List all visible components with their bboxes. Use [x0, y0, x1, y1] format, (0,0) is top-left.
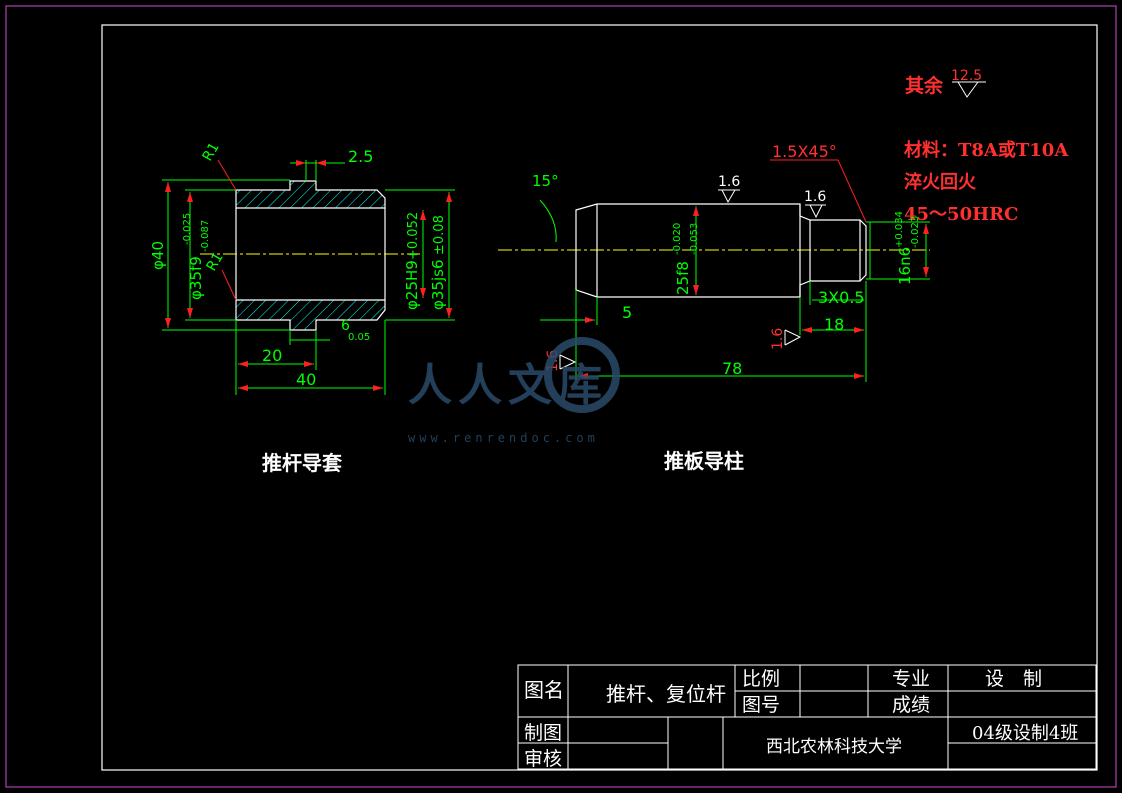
sheet-border: [5, 5, 1117, 788]
dim-undercut: 3X0.5: [818, 288, 865, 307]
dim-od3-tol: ±0.08: [432, 215, 447, 255]
heat-treatment-note: 淬火回火: [904, 171, 977, 193]
tb-drawn-by-label: 制图: [524, 722, 562, 744]
dim-od2: φ35f9: [187, 256, 205, 300]
tb-school: 西北农林科技大学: [766, 737, 902, 757]
material-note: 材料：T8A或T10A: [904, 139, 1069, 161]
dim-groove: 2.5: [348, 147, 373, 166]
part-right-view: 15° 1.5X45° 1.6 1.6 1.6 1.6 25f8 -0.020 …: [498, 142, 930, 473]
hardness-note: 45～50HRC: [904, 204, 1018, 225]
watermark: 人人文库 www.renrendoc.com: [408, 337, 620, 445]
roughness-d-icon: [784, 329, 802, 346]
tb-reviewed-by-label: 审核: [524, 748, 562, 770]
title-block-text: 图名 推杆、复位杆 比例 图号 专业 成绩 设 制 制图 审核 西北农林科技大学…: [524, 668, 1078, 770]
sleeve-top-wall: [235, 180, 386, 209]
chamfer-leader: [770, 159, 867, 223]
tb-design-label: 设 制: [985, 668, 1042, 690]
drawing-frame: [101, 24, 1098, 771]
dim-r1-mid: R1: [204, 250, 227, 274]
notes: 其余 12.5 材料：T8A或T10A 淬火回火 45～50HRC: [904, 68, 1069, 225]
roughness-a-icon: [718, 189, 740, 204]
tb-scale-label: 比例: [742, 668, 780, 690]
tb-drawing-no-label: 图号: [742, 694, 780, 716]
tb-drawing-name-label: 图名: [524, 678, 564, 702]
sleeve-bottom-wall: [235, 299, 386, 331]
part-right-name: 推板导柱: [664, 449, 744, 473]
dim-od: φ40: [149, 241, 167, 270]
watermark-logo-icon: [544, 337, 620, 413]
roughness-symbol-icon: [952, 81, 986, 98]
dim-d-end: 16n6: [896, 247, 914, 285]
dim-r1-top: R1: [200, 140, 223, 164]
watermark-url: www.renrendoc.com: [408, 431, 599, 445]
ra-d: 1.6: [770, 328, 786, 350]
dim-od2-tol-lower: -0.087: [200, 220, 211, 252]
dim-flange-tol: 0.05: [348, 332, 370, 343]
tb-major-label: 专业: [892, 668, 930, 690]
tb-drawing-name: 推杆、复位杆: [606, 682, 726, 706]
tb-class: 04级设制4班: [972, 723, 1078, 744]
dim-len-20: 20: [262, 346, 282, 365]
title-block: [517, 664, 1097, 770]
dim-len-40: 40: [296, 370, 316, 389]
tb-grade-label: 成绩: [892, 694, 930, 716]
dim-angle: 15°: [532, 172, 559, 190]
other-roughness-label: 其余: [905, 74, 944, 97]
ra-a: 1.6: [718, 174, 740, 190]
dim-chamfer: 1.5X45°: [772, 142, 837, 161]
dim-flange: 6: [341, 318, 350, 334]
dim-len-5: 5: [622, 303, 632, 322]
dim-d-main: 25f8: [674, 261, 692, 295]
dim-d-end-tol-lower: -0.023: [910, 216, 921, 248]
part-left-view: R1 R1 2.5 φ40 φ35f9 -0.025 -0.087 φ25H9 …: [149, 140, 455, 475]
dim-bore: φ25H9: [403, 260, 421, 310]
roughness-c-icon: [559, 354, 577, 370]
dim-len-78: 78: [722, 359, 742, 378]
dim-bore-tol: +0.052: [406, 212, 421, 260]
other-roughness-value: 12.5: [951, 68, 982, 84]
watermark-brand: 人人文库: [408, 360, 608, 411]
part-left-name: 推杆导套: [262, 451, 342, 475]
ra-b: 1.6: [804, 189, 826, 205]
dim-od3: φ35js6: [429, 259, 447, 310]
dim-d-end-tol-upper: +0.034: [894, 211, 905, 248]
dim-len-18: 18: [824, 315, 844, 334]
dim-d-main-tol-lower: -0.053: [689, 223, 700, 255]
dim-d-main-tol-upper: -0.020: [672, 223, 683, 255]
roughness-b-icon: [805, 204, 826, 219]
dim-od2-tol-upper: -0.025: [182, 213, 193, 245]
